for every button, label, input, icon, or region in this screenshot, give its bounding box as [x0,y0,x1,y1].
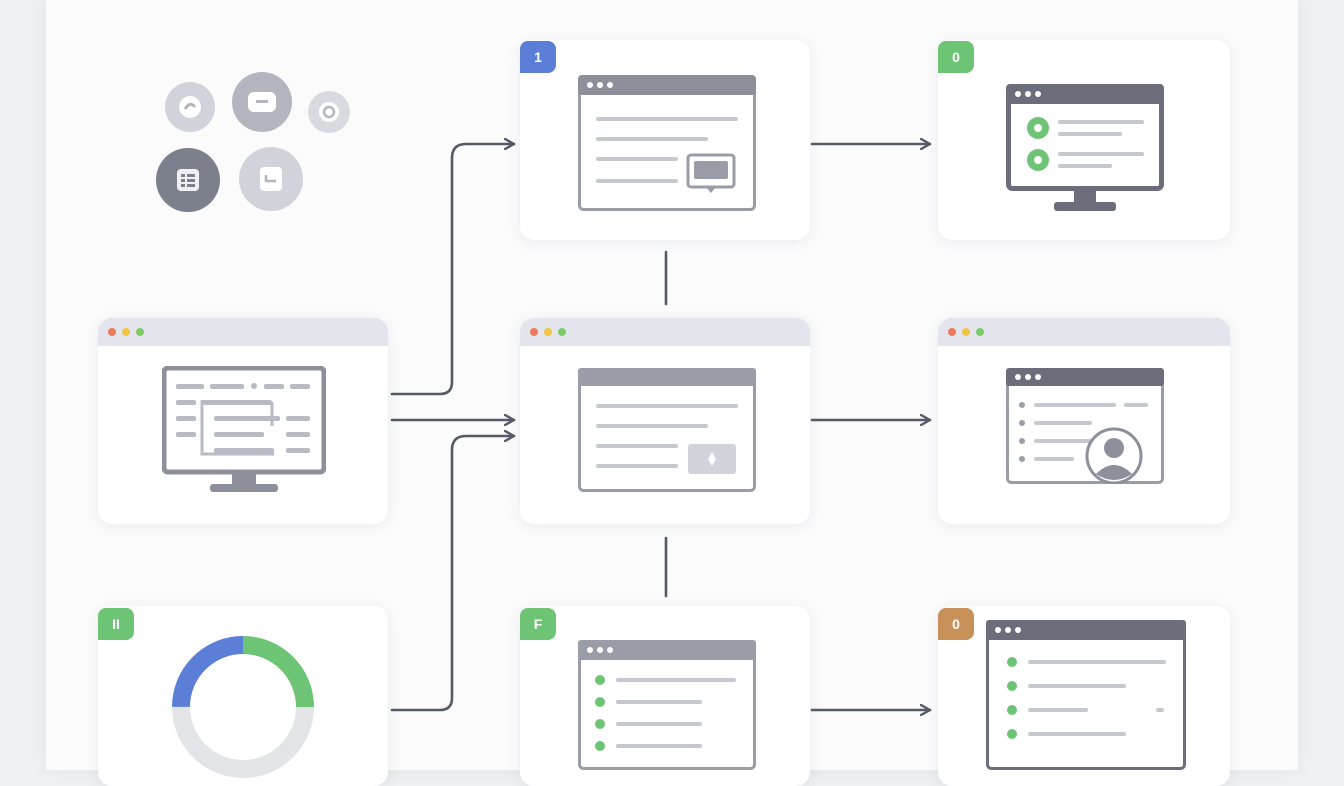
card-step-top [520,40,810,240]
browser-checklist-icon [578,640,756,770]
card-chart [98,606,388,786]
badge-bottom-left: II [98,608,134,640]
badge-top-right: 0 [938,41,974,73]
monitor-checklist-icon [1006,84,1164,216]
window-titlebar [98,318,388,346]
badge-bottom-right: 0 [938,608,974,640]
cluster-tag-icon [308,91,350,133]
window-titlebar [938,318,1230,346]
browser-form-icon [578,368,756,492]
connector-source-to-top [390,144,516,396]
card-source-dashboard [98,318,388,524]
browser-form-icon [578,75,756,211]
card-step-bottom [520,606,810,786]
card-output-middle [938,318,1230,524]
browser-checklist-icon [986,620,1186,770]
donut-slice-2 [172,636,314,778]
card-step-middle [520,318,810,524]
card-output-top [938,40,1230,240]
cluster-chat-icon [165,82,215,132]
donut-chart-icon [172,636,314,778]
cluster-document-list-icon [156,148,220,212]
monitor-dashboard-icon [162,366,326,498]
flow-connectors [390,0,932,750]
connector-chart-to-middle [390,436,516,712]
window-titlebar [520,318,810,346]
badge-bottom-middle: F [520,608,556,640]
badge-top-middle: 1 [520,41,556,73]
card-output-bottom [938,606,1230,786]
cluster-inbox-icon [239,147,303,211]
cluster-minus-icon [232,72,292,132]
browser-profile-icon [1006,368,1164,484]
